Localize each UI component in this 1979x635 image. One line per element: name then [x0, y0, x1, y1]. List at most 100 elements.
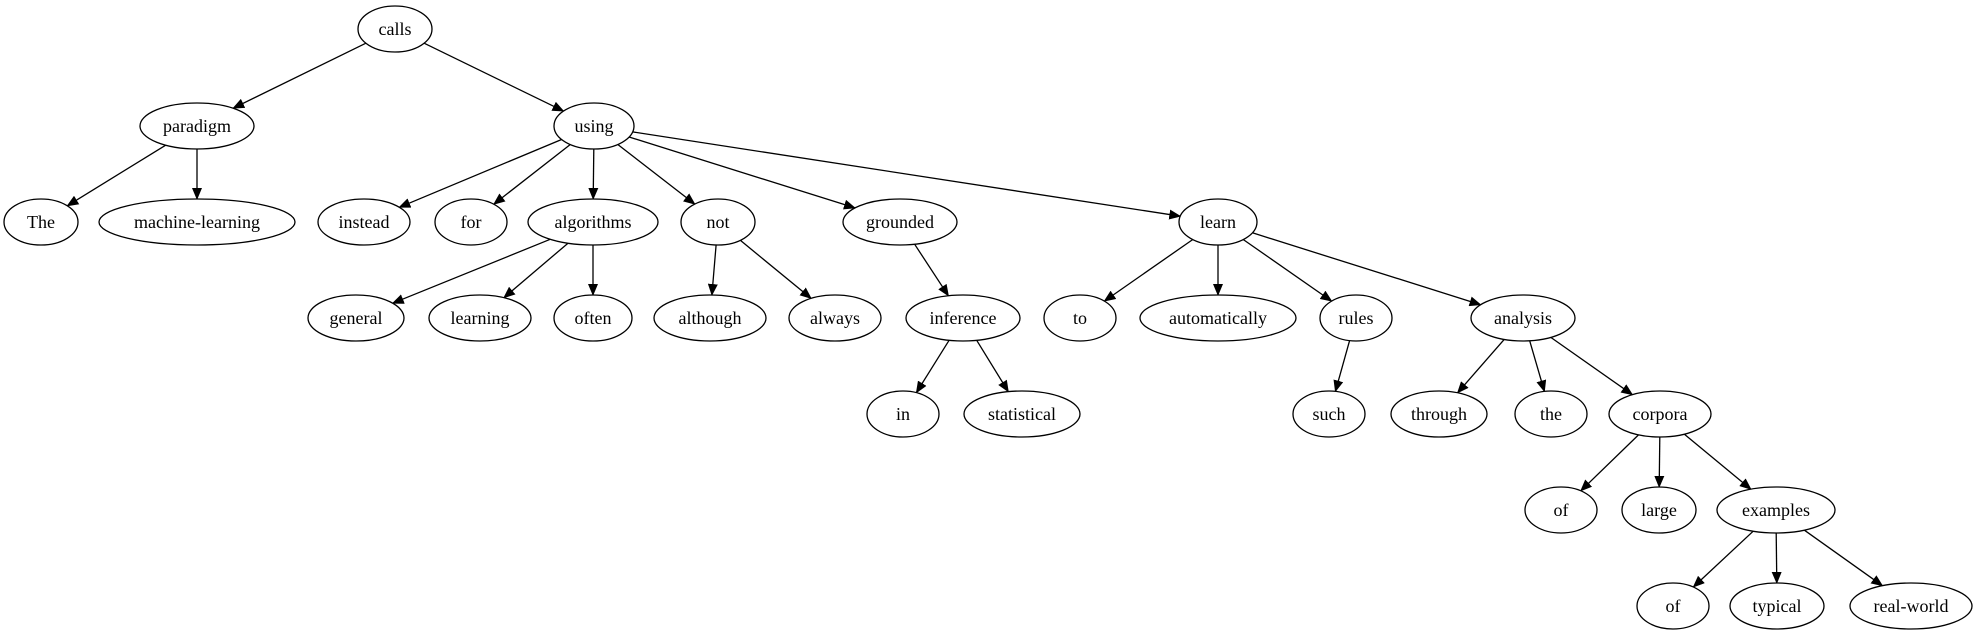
node-ellipse: [963, 390, 1081, 438]
node-ellipse: [1514, 390, 1588, 438]
edge-paradigm-to-The: [66, 144, 167, 207]
edge-not-to-although: [707, 244, 718, 296]
node-label: instead: [339, 212, 390, 232]
node-label: calls: [379, 19, 412, 39]
node-ellipse: [317, 198, 411, 246]
node-ellipse: [1319, 294, 1393, 342]
node-label: of: [1554, 500, 1569, 520]
node-of2: of: [1636, 582, 1710, 630]
node-always: always: [788, 294, 882, 342]
node-analysis: analysis: [1470, 294, 1576, 342]
node-ellipse: [788, 294, 882, 342]
node-ellipse: [1178, 198, 1258, 246]
node-label: analysis: [1494, 308, 1552, 328]
node-ellipse: [1621, 486, 1697, 534]
node-ellipse: [3, 198, 79, 246]
edge-examples-to-real-world: [1804, 529, 1884, 587]
node-label: rules: [1339, 308, 1374, 328]
node-label: paradigm: [163, 116, 231, 136]
node-typical: typical: [1729, 582, 1825, 630]
node-label: although: [679, 308, 742, 328]
node-label: large: [1641, 500, 1677, 520]
edges-layer: [66, 42, 1884, 588]
node-ellipse: [1292, 390, 1366, 438]
edge-grounded-to-inference: [914, 243, 949, 297]
node-ellipse: [653, 294, 767, 342]
node-ellipse: [842, 198, 958, 246]
node-label: examples: [1742, 500, 1810, 520]
node-label: such: [1313, 404, 1346, 424]
node-ellipse: [307, 294, 405, 342]
node-to: to: [1043, 294, 1117, 342]
node-label: typical: [1753, 596, 1802, 616]
node-ellipse: [1524, 486, 1598, 534]
node-label: statistical: [988, 404, 1056, 424]
node-calls: calls: [357, 5, 433, 53]
node-ellipse: [1636, 582, 1710, 630]
node-ellipse: [1849, 582, 1973, 630]
node-statistical: statistical: [963, 390, 1081, 438]
edge-using-to-instead: [398, 138, 562, 208]
node-inference: inference: [905, 294, 1021, 342]
node-ellipse: [434, 198, 508, 246]
node-machine-learning: machine-learning: [98, 198, 296, 246]
node-label: learning: [451, 308, 510, 328]
node-ellipse: [1390, 390, 1488, 438]
node-label: general: [330, 308, 383, 328]
edge-using-to-for: [493, 143, 571, 205]
edge-using-to-algorithms: [588, 148, 599, 200]
edge-corpora-to-of1: [1580, 434, 1639, 492]
node-learning: learning: [428, 294, 532, 342]
edge-learn-to-analysis: [1252, 232, 1482, 307]
node-although: although: [653, 294, 767, 342]
node-ellipse: [1608, 390, 1712, 438]
node-examples: examples: [1716, 486, 1836, 534]
node-using: using: [553, 102, 635, 150]
node-algorithms: algorithms: [527, 198, 659, 246]
node-label: often: [575, 308, 612, 328]
node-label: corpora: [1633, 404, 1688, 424]
node-learn: learn: [1178, 198, 1258, 246]
node-ellipse: [1139, 294, 1297, 342]
node-ellipse: [1716, 486, 1836, 534]
edge-using-to-not: [617, 143, 696, 205]
edge-using-to-learn: [632, 131, 1182, 220]
edge-inference-to-in: [915, 339, 950, 394]
edge-analysis-to-through: [1456, 338, 1505, 394]
node-not: not: [680, 198, 756, 246]
node-in: in: [866, 390, 940, 438]
edge-algorithms-to-general: [391, 238, 551, 304]
node-ellipse: [139, 102, 255, 150]
edge-corpora-to-examples: [1683, 433, 1752, 490]
edge-learn-to-rules: [1242, 238, 1333, 302]
node-label: algorithms: [555, 212, 632, 232]
node-ellipse: [553, 294, 633, 342]
node-label: not: [706, 212, 729, 232]
node-of1: of: [1524, 486, 1598, 534]
edge-corpora-to-large: [1654, 436, 1665, 488]
node-label: automatically: [1169, 308, 1267, 328]
node-label: learn: [1200, 212, 1236, 232]
node-ellipse: [1470, 294, 1576, 342]
node-label: using: [574, 116, 613, 136]
edge-analysis-to-corpora: [1550, 336, 1634, 396]
node-ellipse: [527, 198, 659, 246]
node-label: through: [1411, 404, 1467, 424]
node-label: for: [461, 212, 482, 232]
edge-algorithms-to-learning: [503, 242, 569, 299]
node-label: The: [27, 212, 55, 232]
node-paradigm: paradigm: [139, 102, 255, 150]
node-for: for: [434, 198, 508, 246]
node-ellipse: [905, 294, 1021, 342]
node-general: general: [307, 294, 405, 342]
node-ellipse: [866, 390, 940, 438]
node-label: inference: [930, 308, 997, 328]
node-ellipse: [98, 198, 296, 246]
node-such: such: [1292, 390, 1366, 438]
node-label: machine-learning: [134, 212, 260, 232]
node-label: grounded: [866, 212, 934, 232]
edge-learn-to-to: [1103, 238, 1194, 302]
node-ellipse: [553, 102, 635, 150]
node-label: the: [1540, 404, 1562, 424]
